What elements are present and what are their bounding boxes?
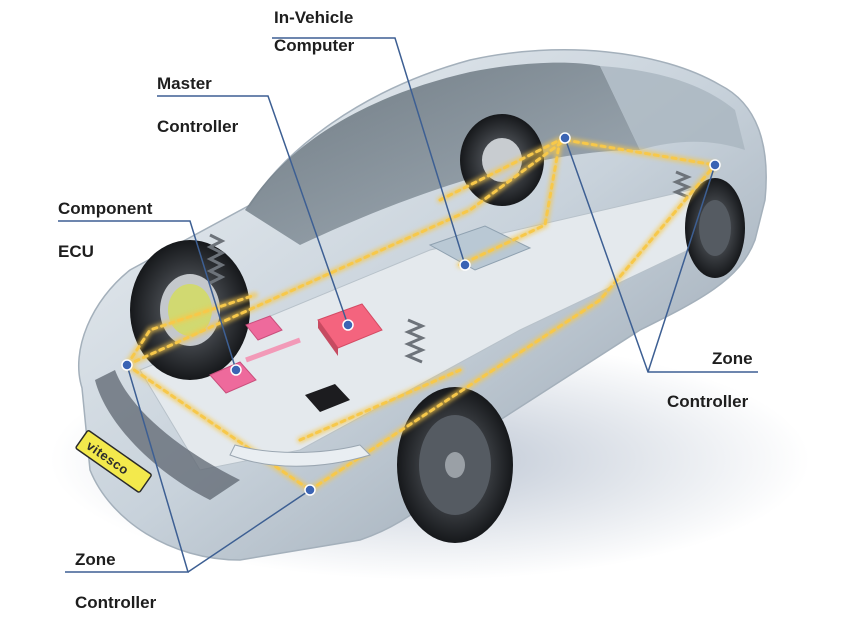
in-vehicle-computer-unit [428,225,532,271]
component-ecu-label-line1: Component [58,199,153,218]
zone-controller-right-label-line2: Controller [667,392,749,411]
front-right-wheel [397,387,513,543]
rear-right-suspension [672,170,692,199]
node-dots [121,132,721,496]
front-right-suspension [404,318,426,364]
component-ecu-label-line2: ECU [58,242,94,261]
leader-lines [58,37,758,573]
rear-right-wheel [685,178,745,278]
rear-left-wheel [460,114,544,206]
zone-controller-left-label-line1: Zone [75,550,116,569]
master-controller-label-line2: Controller [157,117,239,136]
in-vehicle-computer-label-line2: Computer [274,36,355,55]
headlight [229,444,371,467]
front-grille [95,370,240,500]
in-vehicle-computer-label-line1: In-Vehicle [274,8,354,27]
zone-controller-right-label-line1: Zone [712,349,753,368]
front-left-suspension [206,233,226,285]
component-ecu-modules [209,315,301,394]
windshield [245,62,640,245]
black-module [305,384,350,412]
network-harness [124,136,718,493]
master-controller-label-line1: Master [157,74,212,93]
rear-window [600,66,745,150]
zone-controller-left-label-line2: Controller [75,593,157,612]
